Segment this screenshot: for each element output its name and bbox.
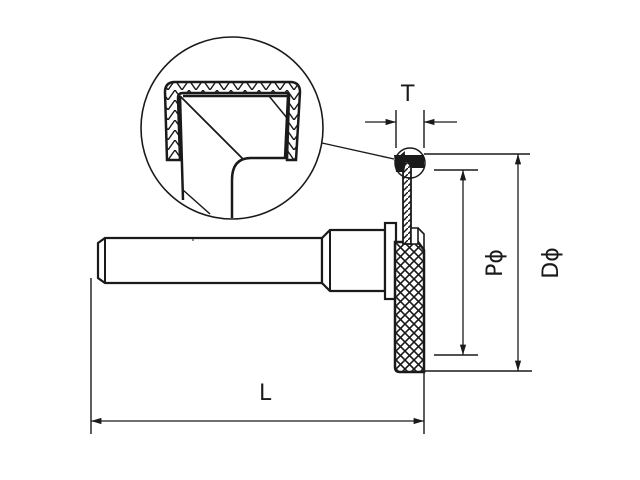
label-l: L: [259, 381, 272, 406]
label-p-diameter: Pϕ: [483, 249, 508, 277]
shaft: [96, 221, 398, 301]
dimension-l: [90, 278, 425, 434]
detail-view: [140, 36, 395, 220]
dimension-t: [365, 110, 457, 148]
knurled-head: [393, 147, 426, 374]
dimension-p-d: [424, 153, 532, 372]
label-t: T: [401, 82, 415, 107]
label-d-diameter: Dϕ: [539, 247, 564, 279]
